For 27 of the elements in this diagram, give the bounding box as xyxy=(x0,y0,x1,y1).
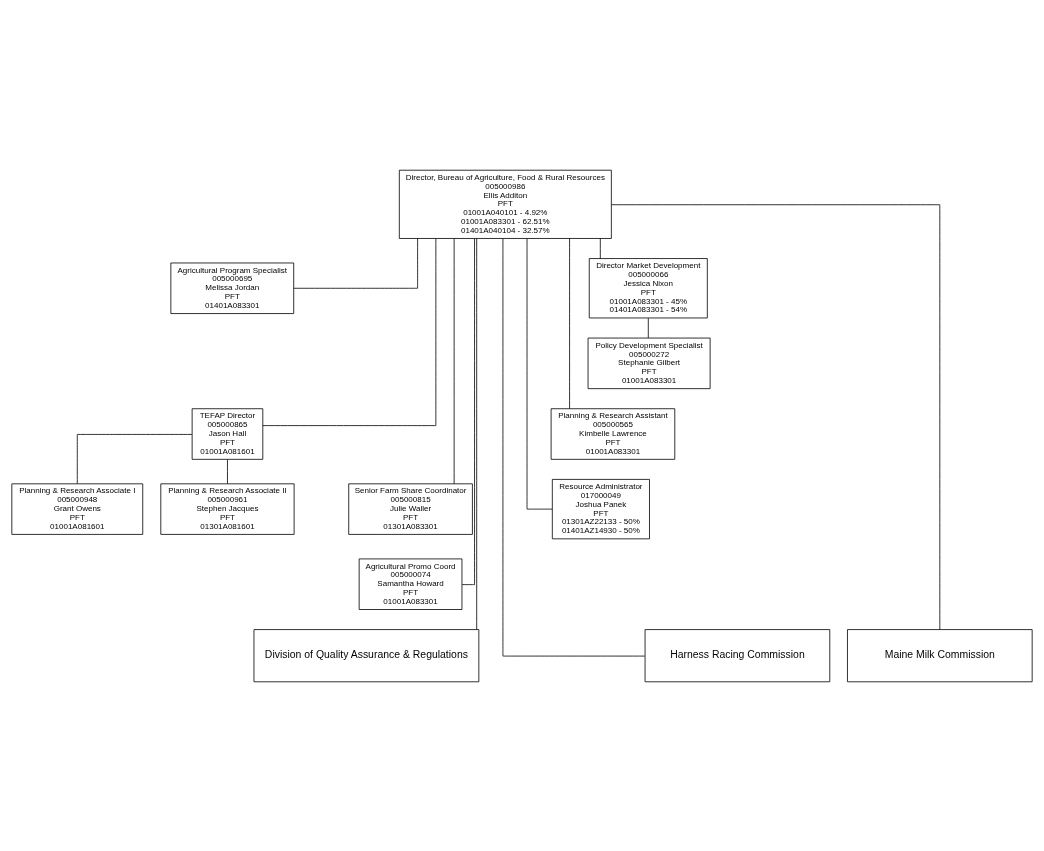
connector xyxy=(611,203,941,630)
node-box: Agricultural Promo Coord 005000074 Samantha Howard PFT 01001A083301 xyxy=(358,558,463,610)
node-box: Planning & Research Associate II 005000961 Stephen Jacques PFT 01301A081601 xyxy=(160,482,295,535)
connector xyxy=(569,237,570,409)
node-box: Maine Milk Commission xyxy=(847,628,1033,682)
connector xyxy=(526,237,553,509)
node-box: Senior Farm Share Coordinator 005000815 Julie Waller PFT 01301A083301 xyxy=(348,482,473,535)
node-box: Resource Administrator 017000049 Joshua Panek PFT 01301AZ22133 - 50% 01401AZ14930 - 50% xyxy=(551,478,650,539)
connector xyxy=(293,237,418,289)
node-box: Policy Development Specialist 005000272 Stephanie Gilbert PFT 01001A083301 xyxy=(587,337,711,389)
connector xyxy=(599,237,601,259)
node-box: Agricultural Program Specialist 005000695 Melissa Jordan PFT 01401A083301 xyxy=(170,262,295,314)
connector xyxy=(647,317,649,338)
node-box: Planning & Research Assistant 005000565 Kimbelle Lawrence PFT 01001A083301 xyxy=(550,407,676,460)
node-box: Harness Racing Commission xyxy=(644,628,831,682)
node-box: Director, Bureau of Agriculture, Food & Rural Resources 005000986 Ellis Additon PFT 01001A040101 - 4.92% 01001A083301 - 62.51% 01401A040104 - 32.57% xyxy=(398,169,612,239)
node-box: Director Market Development 005000066 Jessica Nixon PFT 01001A083301 - 45% 01401A083301 - 54% xyxy=(588,257,708,318)
connector xyxy=(76,433,193,484)
node-box: Planning & Research Associate I 005000948 Grant Owens PFT 01001A081601 xyxy=(11,482,144,535)
node-box: Division of Quality Assurance & Regulations xyxy=(253,628,480,682)
connector xyxy=(461,237,475,585)
connector xyxy=(262,237,437,426)
connector xyxy=(502,237,646,656)
connector xyxy=(476,237,478,630)
node-box: TEFAP Director 005000865 Jason Hall PFT 01001A081601 xyxy=(191,407,264,460)
connector xyxy=(227,458,228,484)
connector xyxy=(453,237,455,484)
